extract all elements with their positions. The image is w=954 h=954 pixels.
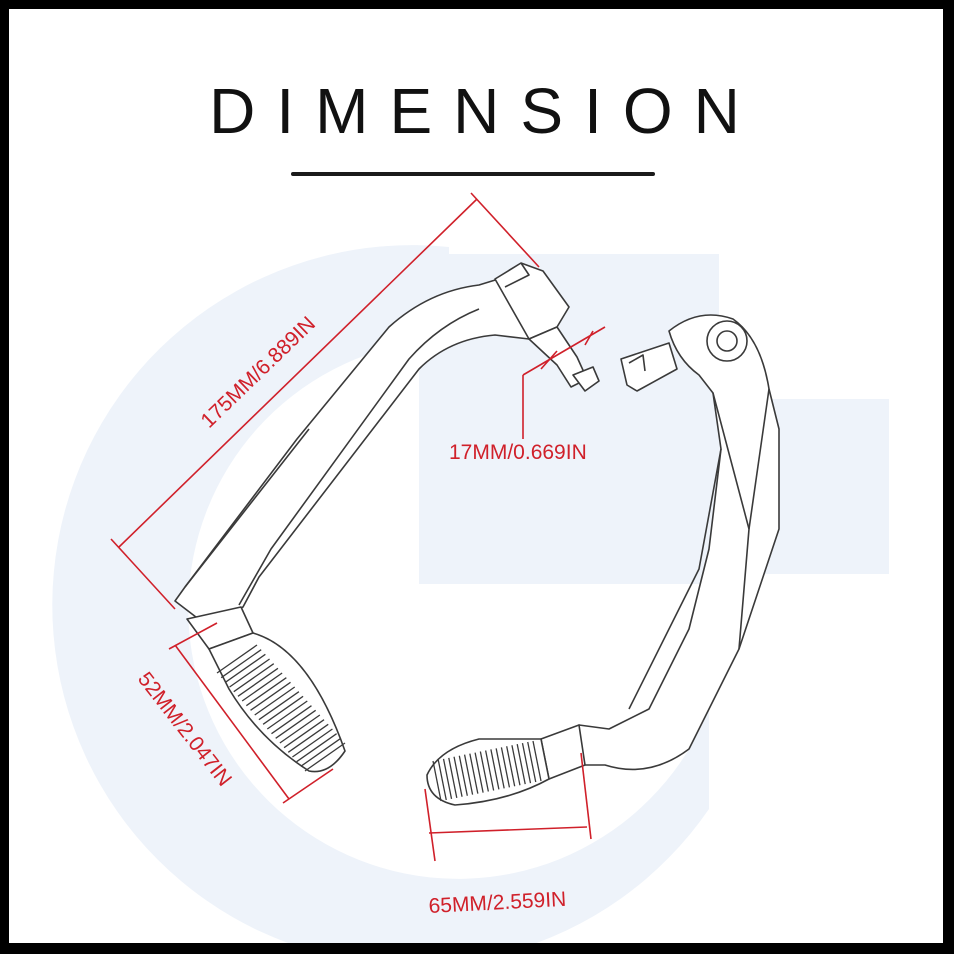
grip-rib [271, 705, 312, 735]
grip-rib [237, 667, 279, 697]
dimension-drawing: 175MM/6.889IN 17MM/0.669IN 52MM/2.047IN … [52, 192, 889, 943]
grip-rib [245, 677, 287, 707]
grip-rib [474, 752, 484, 793]
label-mount-width: 17MM/0.669IN [449, 441, 587, 464]
grip-rib [220, 649, 262, 679]
grip-rib [511, 745, 521, 786]
grip-rib [262, 695, 304, 725]
grip-rib [442, 758, 453, 800]
grip-rib [490, 749, 500, 790]
grip-rib [521, 742, 532, 784]
left-grip-ribs [216, 644, 346, 772]
grip-rib [448, 757, 458, 798]
grip-rib [458, 755, 468, 796]
grip-rib [216, 644, 258, 674]
grip-rib [437, 759, 447, 801]
grip-rib [250, 681, 291, 711]
dim-line-overall-length [118, 198, 478, 548]
grip-rib [300, 737, 342, 767]
grip-rib [266, 700, 308, 730]
grip-rib [229, 658, 270, 688]
grip-rib [532, 740, 542, 782]
grip-rib [279, 714, 321, 744]
title-underline [291, 172, 655, 176]
extension-line [282, 768, 334, 804]
grip-rib [283, 719, 325, 749]
grip-rib [432, 760, 442, 802]
grip-rib [275, 709, 317, 739]
grip-rib [484, 750, 495, 791]
grip-rib [500, 747, 511, 788]
extension-line [424, 788, 436, 862]
grip-rib [463, 754, 474, 795]
right-grip-ribs [432, 740, 542, 802]
grip-rib [287, 723, 329, 753]
watermark-logo [52, 245, 889, 943]
grip-rib [469, 753, 479, 794]
extension-line [584, 330, 594, 346]
grip-rib [225, 653, 266, 683]
dimension-lines [110, 192, 606, 862]
grip-rib [258, 691, 300, 721]
grip-rib [527, 741, 537, 783]
extension-line [110, 538, 176, 610]
dim-line-grip-height [174, 644, 290, 800]
product-dimension-panel: DIMENSION [9, 9, 943, 943]
extension-line [580, 752, 592, 840]
grip-rib [296, 733, 337, 763]
page-title: DIMENSION [209, 75, 761, 147]
grip-rib [506, 746, 516, 787]
extension-line [540, 350, 558, 370]
dim-line-grip-width [428, 826, 588, 834]
grip-rib [453, 756, 463, 797]
grip-rib [304, 742, 346, 772]
grip-rib [516, 744, 526, 785]
left-lever-guard [174, 262, 600, 773]
extension-line [168, 622, 218, 650]
grip-rib [479, 751, 490, 792]
right-lever-guard [426, 314, 780, 806]
grip-rib [254, 686, 296, 716]
grip-rib [292, 728, 333, 758]
extension-line [470, 192, 540, 268]
grip-rib [495, 748, 505, 789]
grip-rib [233, 663, 275, 693]
grip-rib [241, 672, 283, 702]
